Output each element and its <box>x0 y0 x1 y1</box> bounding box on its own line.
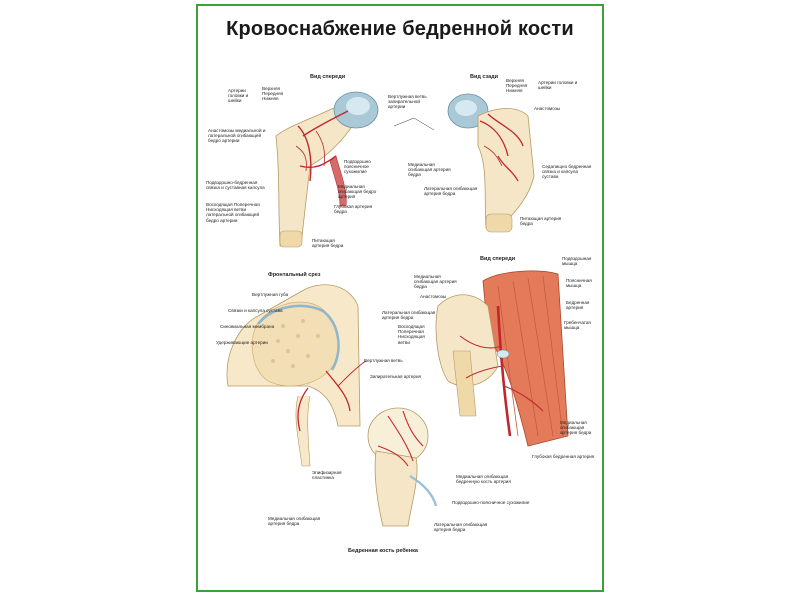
label-ischiofemoral: Седалищно бедренная связка и капсула сус… <box>542 164 592 180</box>
label-psoas: Поясничная мышца <box>566 278 592 289</box>
poster-title: Кровоснабжение бедренной кости <box>226 18 574 40</box>
frontal-section-heading: Фронтальный срез <box>268 272 321 278</box>
label-femoral-artery: Бедренная артерия <box>566 300 590 311</box>
label-lateral-branches: Восходящая Поперечная Нисходящая ветви л… <box>206 202 260 223</box>
label-back-arteries-group: Верхняя Передняя Нижняя <box>506 78 528 94</box>
label-fv2-lateral-circumflex: Латеральная огибающая артерия бедра <box>382 310 436 321</box>
label-acetabular-labrum: Вертлужная губа <box>252 292 289 297</box>
anatomy-illustrations <box>226 91 569 527</box>
label-obturator-branch: Вертлужная ветвь запирательной артерии <box>388 94 427 110</box>
back-view-illustration <box>447 93 535 233</box>
child-femur-illustration <box>367 407 438 527</box>
label-fv2-branches: Восходящая Поперечная Нисходящая ветви <box>398 324 425 345</box>
label-iliacus: Подвздошная мышца <box>562 256 592 267</box>
front-view-heading: Вид спереди <box>310 74 346 80</box>
label-fv2-anastomoses: Анастомозы <box>420 294 447 299</box>
back-view-heading: Вид сзади <box>470 74 499 80</box>
label-synovial: Синовиальная мембрана <box>220 324 275 329</box>
label-fv2-medial-circumflex: Медиальная огибающая артерия бедра <box>414 274 457 290</box>
label-section-medial-circumflex: Медиальная огибающая артерия бедра <box>268 516 321 527</box>
front-view-2-heading: Вид спереди <box>480 256 516 262</box>
label-obturator: Запирательная артерия <box>370 374 421 379</box>
label-child-iliopsoas: Подвздошно-поясничное сухожилие <box>452 500 530 505</box>
front-view-muscles-illustration <box>435 270 569 447</box>
label-fv2-deep-femoral: Глубокая бедренная артерия <box>532 454 595 459</box>
poster-frame: Кровоснабжение бедренной кости <box>196 4 604 592</box>
label-child-medial-circumflex: Медиальная огибающая бедренную кость арт… <box>456 474 511 485</box>
child-femur-caption: Бедренная кость ребенка <box>348 548 418 554</box>
label-retinacular: Удерживающие артерии <box>216 340 268 345</box>
front-view-illustration <box>275 91 435 248</box>
label-arteries-head-neck: Артерии головки и шейки <box>228 88 249 104</box>
label-arteries-group: Верхняя Передняя Нижняя <box>262 86 284 102</box>
label-iliopsoas-tendon: Подвздошно поясничное сухожилие <box>344 159 371 175</box>
label-back-lateral-circumflex: Латеральная огибающая артерия бедра <box>424 186 478 197</box>
label-capsule: Подвздошно-бедренная связка и суставная … <box>206 180 265 191</box>
label-back-medial-circumflex: Медиальная огибающая артерия бедра <box>408 162 451 178</box>
label-anastomoses: Анастомозы медиальной и латеральной огиб… <box>208 128 266 144</box>
label-pectineus: Гребенчатая мышца <box>564 320 591 331</box>
label-epiphyseal-plate: Эпифизарная пластинка <box>312 470 342 481</box>
label-ligaments-capsule: Связки и капсула сустава <box>228 308 283 313</box>
label-child-lateral-circumflex: Латеральная огибающая артерия бедра <box>434 522 488 533</box>
label-acetabular-branch: Вертлужная ветвь <box>364 358 403 363</box>
label-medial-circumflex-1: Медиальная огибающая бедро артерия <box>338 184 377 200</box>
frontal-section-illustration <box>226 284 367 467</box>
label-back-arteries-head-neck: Артерии головки и шейки <box>538 80 578 91</box>
label-deep-femoral-1: Глубокая артерия бедра <box>334 204 373 215</box>
label-back-nutrient: Питающая артерия бедра <box>520 216 562 227</box>
label-nutrient-1: Питающая артерия бедра <box>312 238 344 249</box>
label-fv2-medial-circ-2: Медиальная огибающая артерия бедра <box>560 420 592 436</box>
label-back-anastomoses: Анастомозы <box>534 106 561 111</box>
